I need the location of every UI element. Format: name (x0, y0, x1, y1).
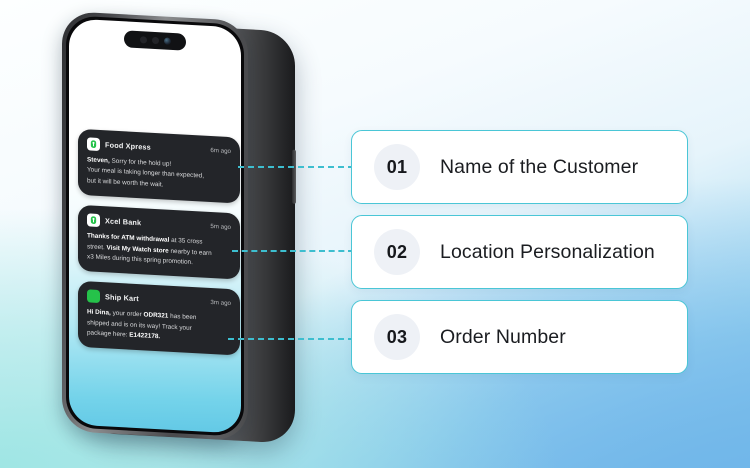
proximity-sensor-icon (139, 36, 147, 44)
xcel-bank-app-icon (87, 213, 100, 228)
ship-kart-app-icon (87, 289, 100, 304)
feature-card[interactable]: 02 Location Personalization (351, 215, 688, 289)
feature-card-number: 02 (374, 229, 420, 275)
notification-header: Food Xpress 6m ago (87, 137, 231, 158)
notification-message: Steven, Sorry for the hold up!Your meal … (87, 155, 231, 194)
dynamic-island (124, 30, 186, 51)
feature-card[interactable]: 01 Name of the Customer (351, 130, 688, 204)
notification-timestamp: 3m ago (210, 299, 231, 308)
feature-card-number: 01 (374, 144, 420, 190)
feature-card-list: 01 Name of the Customer 02 Location Persona… (351, 130, 688, 385)
connector-line-2 (232, 250, 354, 252)
phone-power-button[interactable] (292, 149, 296, 204)
camera-lens-icon (163, 37, 171, 45)
feature-card-label: Name of the Customer (440, 155, 639, 178)
feature-card[interactable]: 03 Order Number (351, 300, 688, 374)
notification-app-name: Food Xpress (105, 140, 151, 152)
face-id-sensor-icon (151, 36, 159, 45)
notification-timestamp: 5m ago (210, 223, 231, 232)
connector-line-3 (228, 338, 354, 340)
notification-timestamp: 6m ago (210, 146, 231, 156)
food-xpress-app-icon (87, 137, 100, 152)
notification-app-name: Ship Kart (105, 292, 139, 304)
notification-app-name: Xcel Bank (105, 216, 142, 228)
notification-header: Ship Kart 3m ago (87, 289, 231, 311)
feature-card-label: Order Number (440, 325, 566, 348)
feature-card-number: 03 (374, 314, 420, 360)
feature-card-label: Location Personalization (440, 240, 655, 263)
notification-header: Xcel Bank 5m ago (87, 213, 231, 234)
connector-line-1 (238, 166, 354, 168)
